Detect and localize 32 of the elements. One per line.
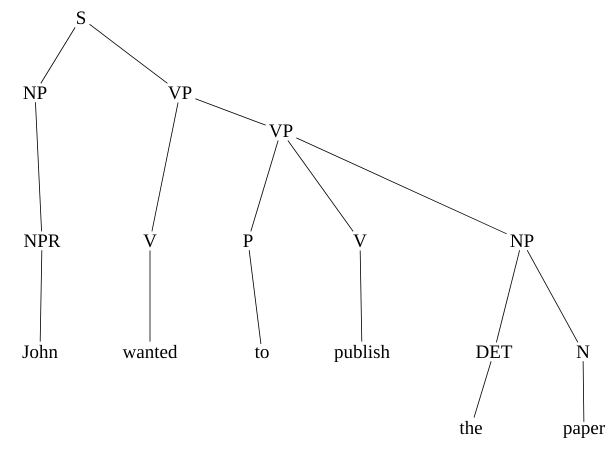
tree-label: NP [510, 234, 534, 247]
tree-label: to [254, 347, 269, 358]
tree-label: NPR [24, 234, 60, 247]
tree-label: NP [23, 86, 46, 99]
tree-branch [40, 250, 42, 342]
tree-branch [287, 140, 354, 232]
tree-branch [89, 24, 168, 84]
tree-label: publish [334, 344, 390, 362]
tree-label: John [22, 344, 58, 358]
tree-label: P [243, 234, 253, 247]
tree-branch [248, 250, 262, 344]
tree-label: S [77, 11, 86, 24]
tree-label: VP [168, 86, 192, 100]
tree-branch [40, 26, 76, 84]
tree-label: the [460, 420, 482, 434]
tree-label: V [143, 234, 157, 248]
tree-branch [296, 138, 508, 234]
tree-label: wanted [122, 344, 178, 358]
tree-branch [250, 140, 279, 232]
tree-branch [474, 360, 492, 418]
tree-label: DET [476, 346, 512, 358]
tree-branch [526, 250, 578, 343]
tree-branch [35, 102, 42, 232]
tree-branch [194, 98, 266, 126]
tree-label: VP [269, 124, 292, 138]
tree-branch [360, 250, 362, 342]
tree-branch [152, 102, 178, 232]
tree-branch [582, 360, 584, 422]
tree-label: V [353, 234, 367, 248]
tree-label: N [576, 346, 590, 358]
tree-branch [496, 250, 520, 343]
tree-label: paper [563, 425, 605, 438]
